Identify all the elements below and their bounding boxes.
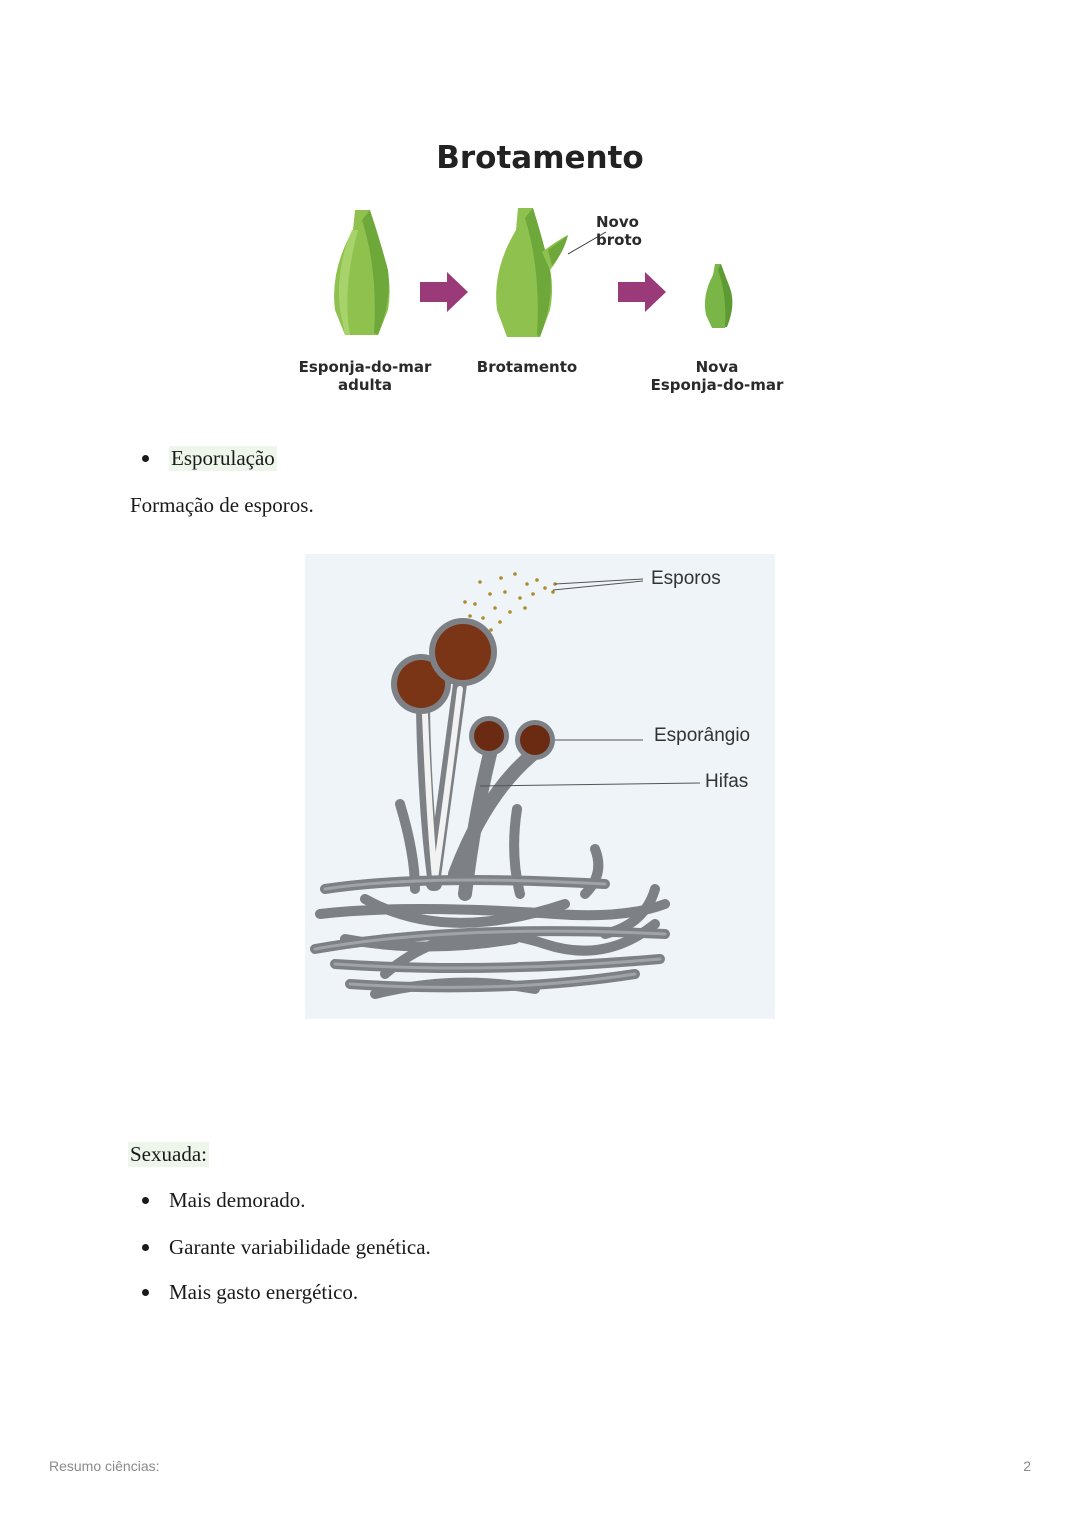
hyphae-label: Hifas xyxy=(705,771,749,792)
sporulation-description: Formação de esporos. xyxy=(130,493,314,517)
new-bud-label: Novo broto xyxy=(596,213,642,249)
bullet-icon xyxy=(142,455,149,462)
new-sponge-shape xyxy=(704,264,733,328)
budding-figure-title: Brotamento xyxy=(436,140,644,176)
bullet-icon xyxy=(142,1197,149,1204)
arrow-right-icon xyxy=(420,272,468,312)
list-item-text: Mais demorado. xyxy=(169,1188,306,1212)
list-item: Mais demorado. xyxy=(142,1188,305,1213)
list-item: Garante variabilidade genética. xyxy=(142,1235,431,1260)
budding-sponge-shape xyxy=(496,208,568,337)
bullet-icon xyxy=(142,1289,149,1296)
sporulation-bullet-text: Esporulação xyxy=(169,446,277,471)
sporulation-figure xyxy=(305,554,775,1019)
list-item: Mais gasto energético. xyxy=(142,1280,358,1305)
sexual-heading: Sexuada: xyxy=(128,1142,209,1167)
sporangium-label: Esporângio xyxy=(654,725,751,746)
spores-dots xyxy=(461,572,557,634)
list-item-text: Garante variabilidade genética. xyxy=(169,1235,431,1259)
arrow-right-icon xyxy=(618,272,666,312)
budding-stage-label: Brotamento xyxy=(476,358,578,376)
spores-label: Esporos xyxy=(651,568,721,589)
list-item-text: Mais gasto energético. xyxy=(169,1280,359,1304)
adult-sponge-shape xyxy=(334,210,390,335)
mold-illustration xyxy=(310,572,701,999)
page-number: 2 xyxy=(1023,1458,1031,1474)
list-item: Esporulação xyxy=(142,446,277,471)
footer-title: Resumo ciências: xyxy=(49,1458,160,1474)
bullet-icon xyxy=(142,1244,149,1251)
adult-sponge-label: Esponja-do-mar adulta xyxy=(298,358,432,394)
budding-illustration xyxy=(334,208,733,337)
new-sponge-label: Nova Esponja-do-mar xyxy=(650,358,784,394)
